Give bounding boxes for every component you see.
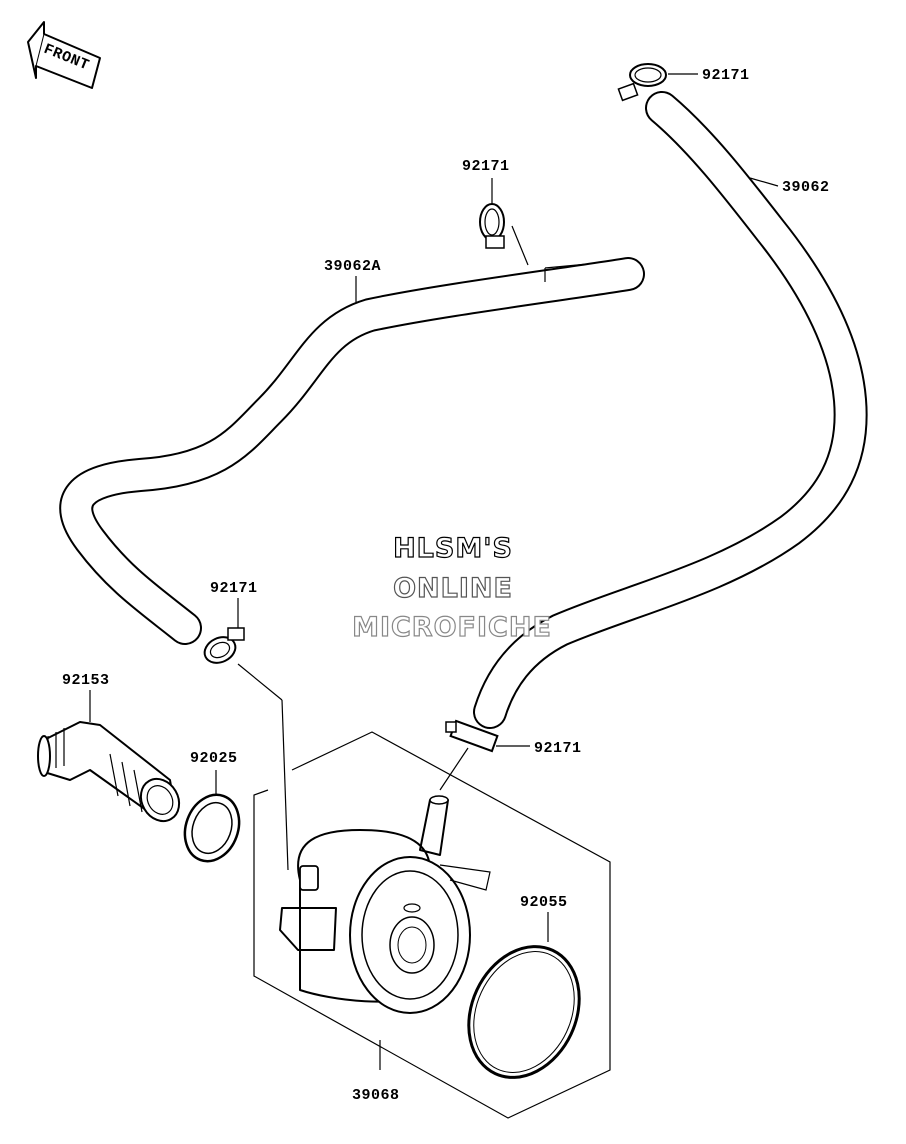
label-union-bolt: 92153 [62, 672, 110, 689]
hose-39062[interactable] [473, 91, 868, 729]
label-washer: 92025 [190, 750, 238, 767]
label-clamp-left: 92171 [210, 580, 258, 597]
label-hose-39062: 39062 [782, 179, 830, 196]
label-clamp-top-right: 92171 [702, 67, 750, 84]
label-hose-39062A: 39062A [324, 258, 381, 275]
clamp-top-right-icon[interactable] [617, 63, 667, 102]
o-ring-92055[interactable] [448, 912, 600, 1096]
hose-39062A[interactable] [59, 257, 645, 645]
watermark-line1: HLSM'S [393, 533, 513, 564]
label-clamp-right-lower: 92171 [534, 740, 582, 757]
label-clamp-top-mid: 92171 [462, 158, 510, 175]
watermark-line2: ONLINE [393, 573, 513, 604]
front-arrow-icon: FRONT [27, 21, 101, 89]
clamp-left-icon[interactable] [200, 627, 245, 668]
label-o-ring: 92055 [520, 894, 568, 911]
oil-cooler-box [253, 731, 611, 1119]
watermark-line3: MICROFICHE [352, 612, 552, 643]
union-bolt-92153[interactable] [37, 690, 187, 828]
watermark: HLSM'S ONLINE MICROFICHE [351, 532, 552, 643]
washer-92025[interactable] [176, 770, 248, 869]
clamp-right-lower-icon[interactable] [445, 719, 499, 753]
oil-cooler-39068[interactable] [279, 795, 491, 1070]
clamp-top-mid-icon[interactable] [479, 203, 529, 266]
leader-lines [237, 73, 779, 871]
label-oil-cooler: 39068 [352, 1087, 400, 1104]
